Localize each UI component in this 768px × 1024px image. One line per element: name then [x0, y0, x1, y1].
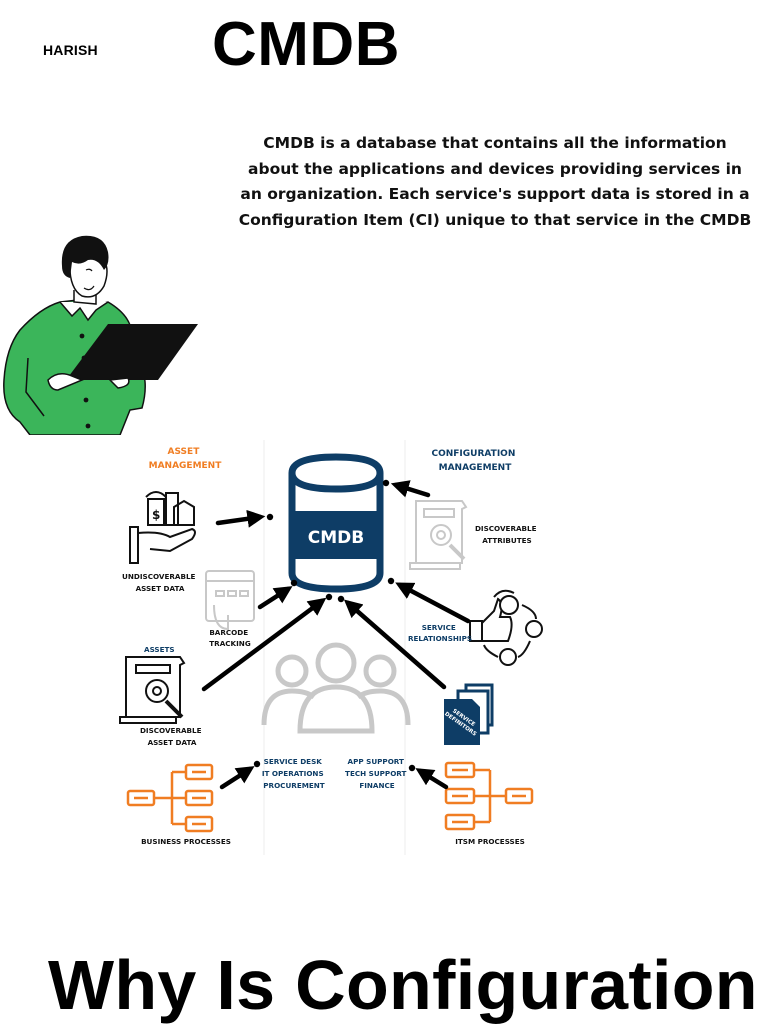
service-relationships-label: SERVICE RELATIONSHIPS — [408, 623, 472, 643]
asset-document-gear-icon — [119, 656, 186, 724]
arrow-undiscoverable-to-cmdb — [215, 509, 266, 528]
arrow-business-to-teams — [219, 766, 255, 790]
barcode-tracking-icon — [205, 570, 255, 631]
discoverable-attributes-icon — [409, 500, 468, 570]
cmdb-database-icon: CMDB — [288, 453, 384, 593]
arrow-assets-to-cmdb — [201, 597, 327, 692]
discoverable-attributes-label: DISCOVERABLE ATTRIBUTES — [475, 524, 539, 545]
laptop-icon — [66, 324, 198, 380]
people-group-icon — [261, 642, 411, 734]
assets-label: ASSETS — [144, 645, 175, 654]
arrow-attributes-to-cmdb — [390, 480, 431, 498]
arrow-itsm-to-teams — [415, 768, 449, 790]
cmdb-label: CMDB — [308, 528, 364, 548]
business-processes-label: BUSINESS PROCESSES — [141, 837, 231, 846]
configuration-management-heading: CONFIGURATION MANAGEMENT — [432, 449, 519, 473]
page-title: CMDB — [212, 10, 400, 79]
itsm-processes-icon — [444, 761, 534, 831]
intro-paragraph: CMDB is a database that contains all the… — [238, 134, 752, 229]
right-teams-list: APP SUPPORT TECH SUPPORT FINANCE — [345, 757, 409, 790]
section-heading: Why Is Configuration — [48, 946, 758, 1024]
svg-text:$: $ — [152, 508, 160, 522]
service-relationships-icon — [469, 589, 543, 666]
itsm-processes-label: ITSM PROCESSES — [455, 837, 525, 846]
cmdb-diagram: ASSET MANAGEMENT CONFIGURATION MANAGEMEN… — [110, 435, 560, 855]
arrow-definitions-to-cmdb — [343, 599, 447, 690]
discoverable-asset-data-label: DISCOVERABLE ASSET DATA — [140, 726, 204, 747]
service-definitions-icon: SERVICE DEFINITORS — [443, 683, 494, 745]
barcode-tracking-label: BARCODE TRACKING — [209, 628, 251, 648]
arrow-endpoint-dots — [253, 479, 416, 772]
arrow-barcode-to-cmdb — [257, 586, 293, 610]
author-name: HARISH — [43, 42, 98, 58]
undiscoverable-asset-data-label: UNDISCOVERABLE ASSET DATA — [122, 572, 198, 593]
hair-shape — [61, 235, 109, 278]
money-hand-icon: $ — [129, 491, 196, 564]
business-processes-icon — [126, 763, 214, 833]
person-with-laptop-illustration — [0, 230, 205, 436]
arrow-relationships-to-cmdb — [395, 582, 471, 624]
asset-management-heading: ASSET MANAGEMENT — [149, 447, 223, 471]
left-teams-list: SERVICE DESK IT OPERATIONS PROCUREMENT — [262, 757, 326, 790]
